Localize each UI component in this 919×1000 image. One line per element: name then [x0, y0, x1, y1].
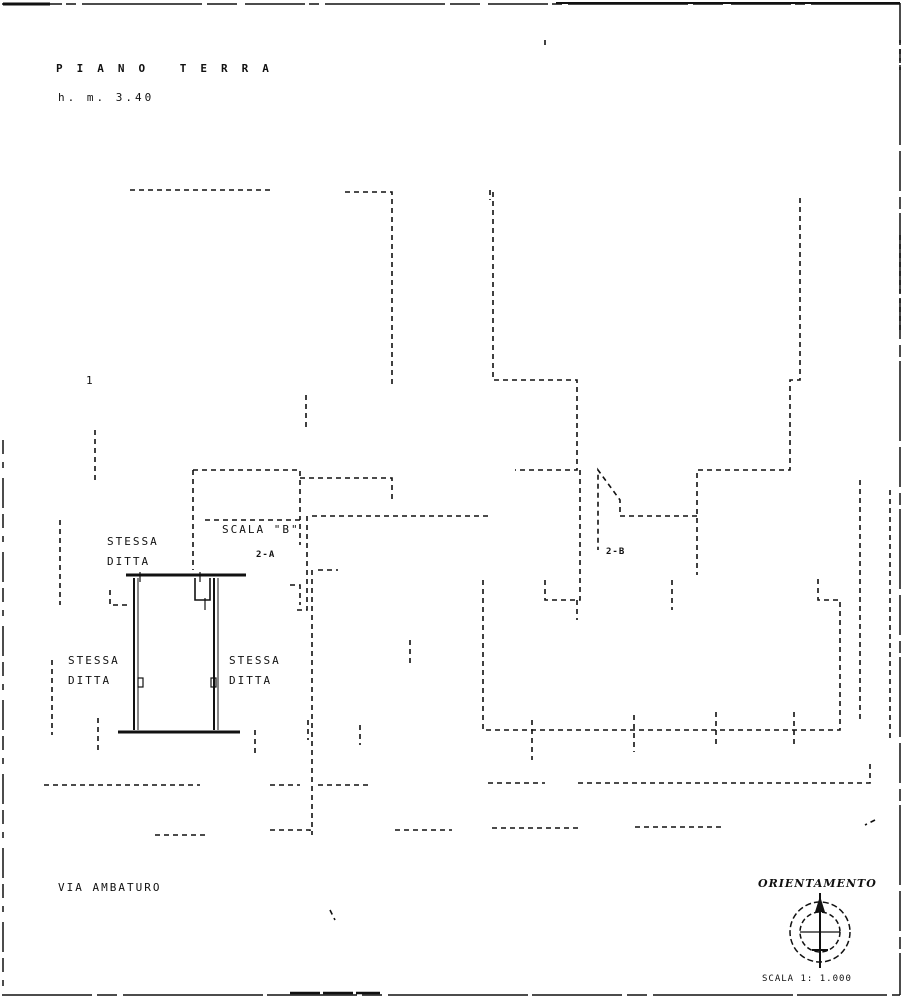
unit-walls	[118, 572, 246, 734]
building-outlines	[44, 40, 901, 921]
mark-2a: 2-A	[256, 550, 276, 560]
compass-icon	[789, 893, 851, 968]
stessa-ditta-right-line1: STESSA	[229, 654, 281, 667]
scale-label: SCALA 1: 1.000	[762, 974, 852, 984]
floor-height: h. m. 3.40	[58, 91, 155, 104]
orientation-label: ORIENTAMENTO	[758, 877, 877, 890]
stessa-ditta-left-line1: STESSA	[68, 654, 120, 667]
stessa-ditta-top-line2: DITTA	[107, 555, 151, 568]
stessa-ditta-top-line1: STESSA	[107, 535, 159, 548]
corner-mark: 1	[86, 374, 95, 387]
stessa-ditta-left-line2: DITTA	[68, 674, 112, 687]
mark-2b: 2-B	[606, 547, 626, 557]
sheet-border	[2, 2, 901, 996]
scala-label: SCALA "B"	[222, 523, 300, 536]
plan-title: PIANO TERRA	[56, 62, 283, 75]
street-name: VIA AMBATURO	[58, 881, 162, 894]
stessa-ditta-right-line2: DITTA	[229, 674, 273, 687]
